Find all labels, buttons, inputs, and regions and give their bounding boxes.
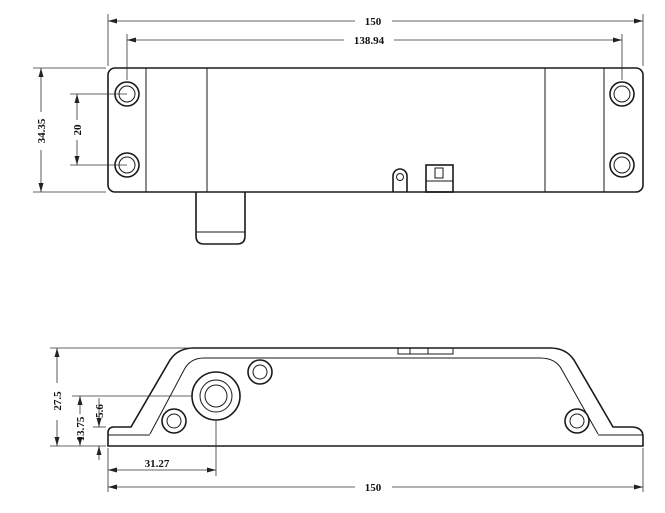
side-view-inner-contour <box>149 357 599 435</box>
dimension-top-height: 34.35 <box>33 67 106 193</box>
overall-width-side-label: 150 <box>365 482 382 494</box>
side-hole-left <box>161 408 187 434</box>
dimension-overall-width-top: 150 <box>107 14 644 66</box>
top-view-body <box>107 67 644 193</box>
top-notch <box>397 348 454 355</box>
side-hole-right <box>564 408 590 434</box>
top-height-label: 34.35 <box>36 118 48 143</box>
dimension-center-offset: 31.27 <box>107 420 217 492</box>
mounting-hole-top-right <box>609 81 635 107</box>
mounting-hole-bottom-right <box>609 152 635 178</box>
dimension-center-height: 13.75 <box>72 395 192 446</box>
dimension-overall-width-side: 150 <box>108 448 644 494</box>
hole-spacing-label: 138.94 <box>354 35 385 47</box>
flange-height-label: 5.6 <box>94 404 106 418</box>
top-view: 150 138.94 34.35 <box>33 14 644 245</box>
dimension-hole-spacing: 138.94 <box>126 34 623 80</box>
side-view: 27.5 13.75 5.6 31.27 <box>50 347 644 494</box>
lock-bolt <box>195 192 246 245</box>
center-offset-label: 31.27 <box>145 458 170 470</box>
dimension-flange-height: 5.6 <box>93 398 106 460</box>
vertical-hole-spacing-label: 20 <box>72 124 84 136</box>
overall-width-top-label: 150 <box>365 16 382 28</box>
dimension-vertical-hole-spacing: 20 <box>70 93 127 166</box>
dimension-side-height: 27.5 <box>50 347 190 447</box>
cylinder-bore <box>191 371 241 421</box>
side-height-label: 27.5 <box>52 391 64 411</box>
side-hole-upper <box>247 359 273 385</box>
wire-connector <box>425 164 454 193</box>
indicator-led <box>392 168 408 192</box>
side-view-body <box>107 347 644 447</box>
center-height-label: 13.75 <box>75 416 87 441</box>
